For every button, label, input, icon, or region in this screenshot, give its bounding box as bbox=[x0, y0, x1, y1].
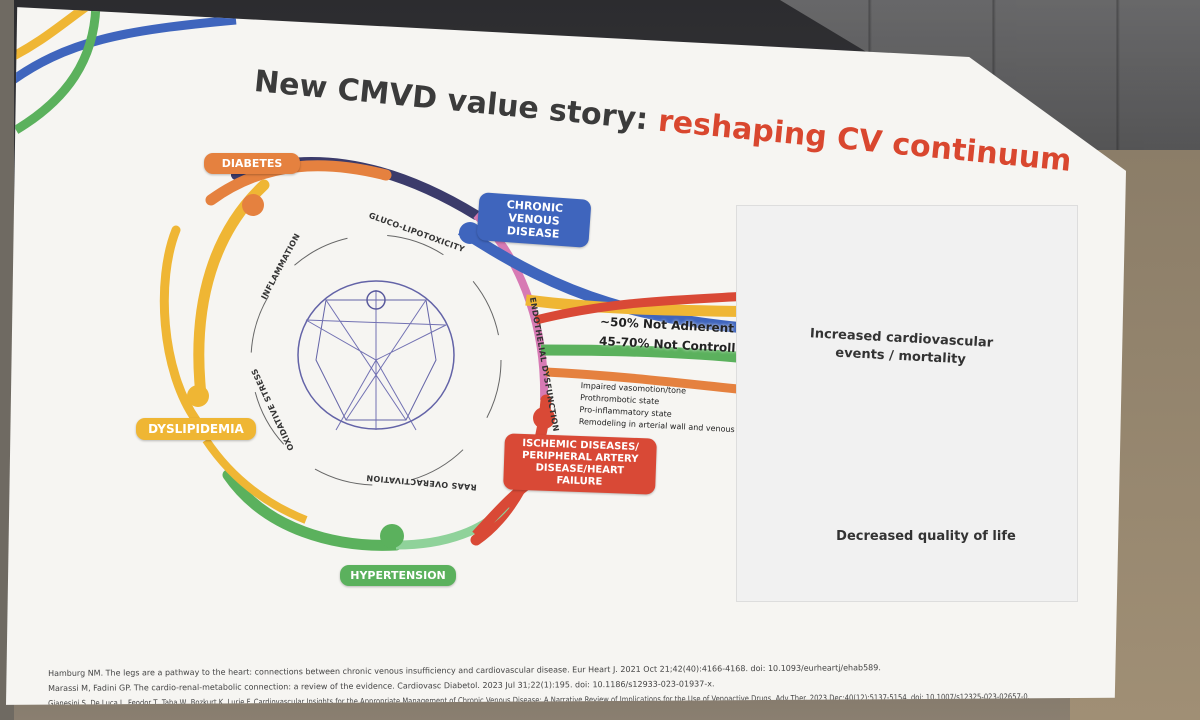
hypertension-node-icon bbox=[380, 524, 404, 548]
ring-hypertension bbox=[222, 469, 402, 551]
outcomes-panel bbox=[736, 205, 1078, 602]
mechanisms-list: Impaired vasomotion/tone Prothrombotic s… bbox=[578, 380, 755, 437]
corner-swoosh-blue bbox=[6, 15, 237, 89]
venous-node-icon bbox=[459, 222, 481, 244]
outcome-quality-of-life-text: Decreased quality of life bbox=[836, 529, 1016, 544]
band-yellow bbox=[525, 294, 767, 318]
projected-slide: New CMVD value story: reshaping CV conti… bbox=[6, 7, 1126, 705]
vitruvian-figure-icon bbox=[297, 280, 455, 431]
hypertension-label: HYPERTENSION bbox=[340, 565, 456, 587]
corner-swoosh-green bbox=[13, 7, 101, 134]
ring-yellow-lower bbox=[202, 437, 308, 524]
dyslipidemia-label: DYSLIPIDEMIA bbox=[136, 418, 256, 441]
corner-swoosh-yellow bbox=[6, 7, 99, 65]
diabetes-label: DIABETES bbox=[204, 153, 300, 175]
diabetes-node-icon bbox=[242, 194, 264, 216]
chronic-venous-disease-label: CHRONIC VENOUS DISEASE bbox=[476, 192, 592, 248]
ischemic-label: ISCHEMIC DISEASES/ PERIPHERAL ARTERY DIS… bbox=[503, 433, 657, 495]
ischemic-node-icon bbox=[533, 407, 555, 429]
ring-dyslipidemia bbox=[193, 179, 270, 401]
ring-dyslipidemia-outer bbox=[159, 225, 201, 425]
cycle-arrows bbox=[250, 234, 502, 486]
dyslipidemia-node-icon bbox=[187, 385, 209, 407]
